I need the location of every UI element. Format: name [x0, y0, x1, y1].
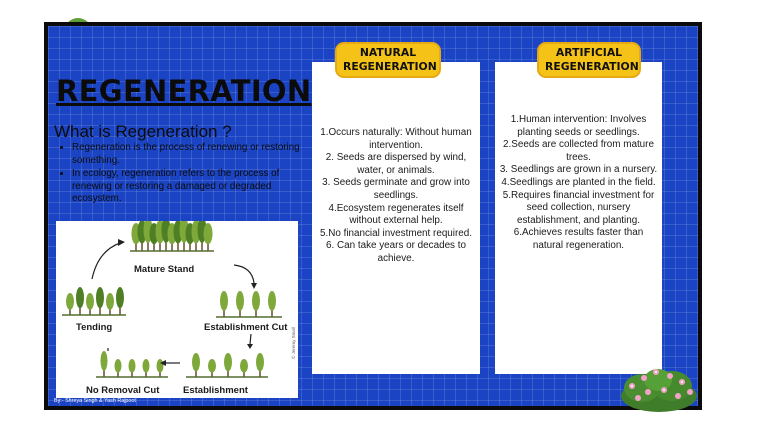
list-item: 1.Human intervention: Involves planting …	[510, 114, 647, 138]
tree-icons	[62, 221, 282, 378]
list-item: In ecology, regeneration refers to the p…	[72, 168, 320, 206]
tree-icon	[156, 359, 164, 377]
artificial-list: 1.Human intervention: Involves planting …	[499, 114, 658, 253]
list-item: 2.Seeds are collected from mature trees.	[503, 139, 654, 163]
tree-icon	[128, 359, 136, 377]
stage-label-no-removal-cut: No Removal Cut	[86, 385, 160, 396]
list-item: 3. Seedlings are grown in a nursery.	[499, 164, 658, 176]
arrow-icon	[91, 242, 121, 280]
tree-icon	[96, 287, 104, 315]
tree-icon	[116, 287, 124, 315]
tree-icon	[236, 291, 244, 317]
list-item: 3. Seeds germinate and grow into seedlin…	[322, 177, 470, 201]
tree-icon	[86, 293, 94, 315]
natural-regeneration-panel: 1.Occurs naturally: Without human interv…	[312, 62, 480, 374]
list-item: 6.Achieves results faster than natural r…	[513, 227, 644, 251]
arrowhead-icon	[118, 239, 125, 246]
tag-label: ARTIFICIAL REGENERATION	[545, 46, 639, 73]
definition-list: Regeneration is the process of renewing …	[58, 142, 320, 207]
tag-label: NATURAL REGENERATION	[343, 46, 437, 73]
tree-icon	[142, 359, 150, 377]
artificial-regeneration-tag: ARTIFICIAL REGENERATION	[539, 44, 639, 76]
stage-label-establishment: Establishment	[183, 385, 248, 396]
tree-icon	[192, 353, 200, 377]
arrowhead-icon	[160, 360, 166, 366]
list-item: 2. Seeds are dispersed by wind, water, o…	[325, 152, 467, 176]
tree-icon	[256, 353, 264, 377]
stage-label-establishment-cut: Establishment Cut	[204, 322, 288, 333]
arrowhead-icon	[247, 344, 253, 349]
page-title: REGENERATION	[56, 74, 312, 108]
tree-icon	[66, 293, 74, 315]
list-item: 6. Can take years or decades to achieve.	[326, 240, 466, 264]
tree-icon	[208, 359, 216, 377]
list-item: Regeneration is the process of renewing …	[72, 142, 320, 167]
arrow-icon	[249, 333, 252, 345]
list-item: 1.Occurs naturally: Without human interv…	[320, 127, 472, 151]
natural-list: 1.Occurs naturally: Without human interv…	[316, 127, 476, 266]
tree-icon	[76, 287, 84, 315]
tree-icon	[268, 291, 276, 317]
arrow-icon	[233, 264, 255, 284]
tree-icon	[100, 351, 108, 377]
natural-regeneration-tag: NATURAL REGENERATION	[337, 44, 439, 76]
arrowhead-icon	[251, 283, 257, 289]
slide: REGENERATION What is Regeneration ? Rege…	[44, 22, 702, 410]
tree-icon	[220, 291, 228, 317]
cycle-diagram-graphic	[62, 221, 282, 378]
list-item: 4.Ecosystem regenerates itself without e…	[328, 202, 464, 227]
flower-bush-icon	[621, 369, 697, 412]
list-item: 5.Requires financial investment for seed…	[502, 189, 655, 226]
diagram-credit: © Jeremy Small	[291, 327, 296, 359]
stage-label-mature: Mature Stand	[134, 264, 195, 275]
tree-icon	[224, 353, 232, 377]
stage-label-tending: Tending	[76, 322, 113, 333]
tree-icon	[114, 359, 122, 377]
tree-icon	[203, 223, 213, 251]
list-item: 4.Seedlings are planted in the field.	[501, 176, 656, 188]
author-credit: By:- Shreya Singh & Yash Rajpoot	[54, 398, 136, 404]
artificial-regeneration-panel: 1.Human intervention: Involves planting …	[495, 62, 662, 374]
regeneration-cycle-diagram: Mature Stand Establishment Cut Establish…	[56, 221, 298, 398]
tree-icon	[252, 291, 260, 317]
tree-icon	[106, 293, 114, 315]
section-subtitle: What is Regeneration ?	[54, 122, 232, 141]
list-item: 5.No financial investment required.	[319, 227, 473, 239]
tree-icon	[240, 359, 248, 377]
